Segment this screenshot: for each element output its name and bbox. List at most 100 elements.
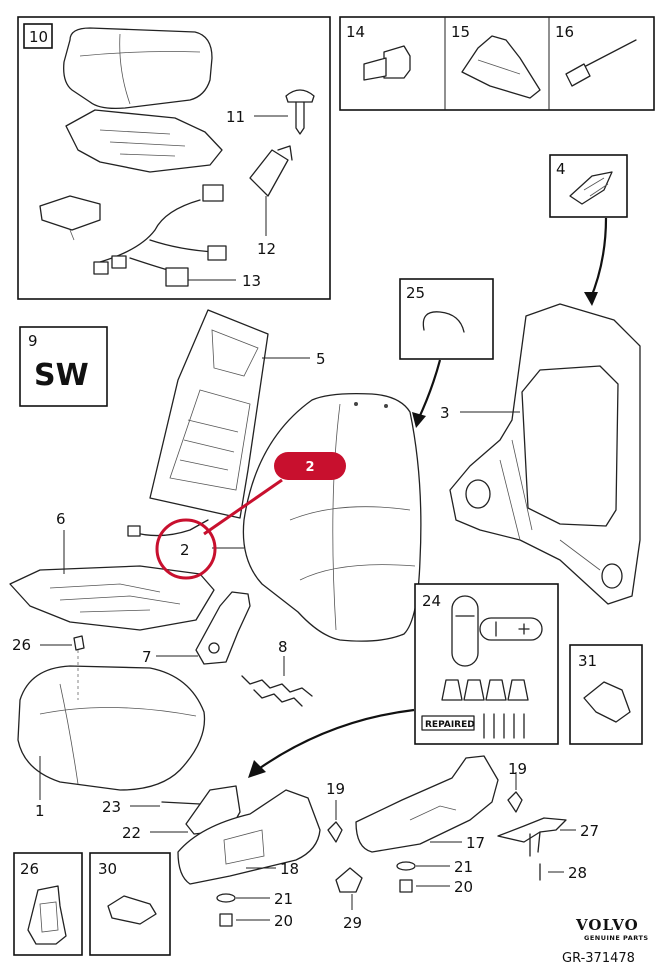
arrow-4-head	[584, 292, 598, 306]
brand-sub: GENUINE PARTS	[584, 934, 649, 942]
box-31-label: 31	[578, 652, 597, 670]
box-10-label: 10	[29, 28, 48, 46]
brand-block: VOLVO GENUINE PARTS GR-371478	[562, 916, 649, 966]
label-26: 26	[12, 636, 31, 654]
label-6: 6	[56, 510, 66, 528]
box-24-group: 24 REPAIRED	[248, 583, 559, 778]
part-26-clip	[73, 635, 85, 651]
clip-12-hook	[277, 145, 293, 161]
label-21b: 21	[454, 858, 473, 876]
box-9-label: 9	[28, 332, 38, 350]
part-2-headrest-hole-a	[354, 402, 358, 406]
callout-pill-label: 2	[305, 460, 314, 475]
label-3: 3	[440, 404, 450, 422]
label-19b: 19	[508, 760, 527, 778]
harness-connector-a	[202, 184, 224, 202]
cushion-cover-part	[63, 27, 213, 110]
part-3-hole-b	[601, 563, 623, 589]
part-2-cover	[242, 392, 422, 642]
arrow-24-head	[248, 760, 266, 778]
left-trim-group: 23 22 18 19 21 20	[102, 780, 345, 930]
part-18-switch-panel	[223, 829, 265, 865]
label-18: 18	[280, 860, 299, 878]
part-1-cushion	[17, 665, 206, 791]
part-21b-washer	[396, 861, 416, 871]
box-9-frame	[19, 326, 108, 407]
box-4-label: 4	[556, 160, 566, 178]
part-2-seams	[289, 403, 416, 631]
label-27: 27	[580, 822, 599, 840]
seat-plate-part	[65, 109, 223, 173]
arrow-24-line	[259, 708, 415, 769]
part-24-repaired-tag	[421, 715, 475, 731]
box-4-group: 4	[549, 154, 628, 306]
part-7-hole	[208, 642, 220, 654]
part-21a-washer	[216, 893, 236, 903]
label-11: 11	[226, 108, 245, 126]
part-30-cap	[107, 895, 157, 925]
box-24-frame	[414, 583, 559, 745]
box-10-tag	[23, 23, 53, 49]
part-20b-bolt	[399, 879, 413, 893]
label-8: 8	[278, 638, 288, 656]
label-7: 7	[142, 648, 152, 666]
seat-plate-ribs	[99, 129, 186, 157]
box-16-label: 16	[555, 23, 574, 41]
part-8-wire	[241, 675, 313, 697]
part-4-lines	[583, 177, 609, 197]
box-26-label: 26	[20, 860, 39, 878]
part-15-rib	[477, 59, 521, 75]
label-21a: 21	[274, 890, 293, 908]
label-17: 17	[466, 834, 485, 852]
part-3-hole-a	[465, 479, 491, 509]
box-25-group: 25	[399, 278, 494, 428]
part-18-trim	[177, 789, 321, 885]
label-13: 13	[242, 272, 261, 290]
callout-ring	[155, 518, 217, 580]
box-9-group: 9 SW	[19, 326, 108, 407]
part-1-seams	[39, 683, 197, 785]
part-19b-clip	[507, 791, 523, 813]
module-tab	[69, 229, 75, 241]
box-30-group: 30	[89, 852, 171, 956]
clip-12-part	[249, 149, 289, 197]
part-24-knob-long	[451, 595, 479, 667]
module-part	[39, 195, 101, 231]
clip-11-head	[285, 89, 315, 103]
part-17-handle	[409, 805, 457, 821]
part-5-mat	[149, 309, 269, 519]
box-14-16-group: 14 15 16	[339, 16, 655, 111]
part-5-elements	[179, 419, 239, 471]
box-26-bottom-group: 26	[13, 852, 83, 956]
part-2-headrest-hole-b	[384, 404, 388, 408]
part-1-group: 1	[17, 650, 206, 820]
part-24-knob-short	[479, 617, 543, 641]
part-27-lever	[497, 817, 567, 843]
label-12: 12	[257, 240, 276, 258]
harness-connector-b	[207, 245, 227, 261]
label-20a: 20	[274, 912, 293, 930]
label-23: 23	[102, 798, 121, 816]
part-14-bolt-shank	[363, 57, 387, 81]
box-25-frame	[399, 278, 494, 360]
part-15-bracket	[461, 35, 541, 99]
part-3-opening	[521, 365, 619, 527]
repaired-text: REPAIRED	[425, 720, 475, 730]
part-24-clips	[441, 679, 529, 701]
label-5: 5	[316, 350, 326, 368]
callout-connector	[203, 478, 283, 536]
box-24-label: 24	[422, 592, 441, 610]
part-6-mat	[9, 565, 215, 631]
part-6-connector	[127, 525, 141, 537]
harness-connector-d	[111, 255, 127, 269]
label-19a: 19	[326, 780, 345, 798]
label-1: 1	[35, 802, 45, 820]
part-6-group: 6	[9, 510, 215, 631]
part-23-screw	[161, 801, 201, 805]
part-4-cover	[569, 171, 613, 205]
part-5-inner	[169, 329, 259, 491]
callout-pill[interactable]	[274, 452, 346, 480]
part-26-clip-detail	[27, 885, 67, 945]
label-28: 28	[568, 864, 587, 882]
